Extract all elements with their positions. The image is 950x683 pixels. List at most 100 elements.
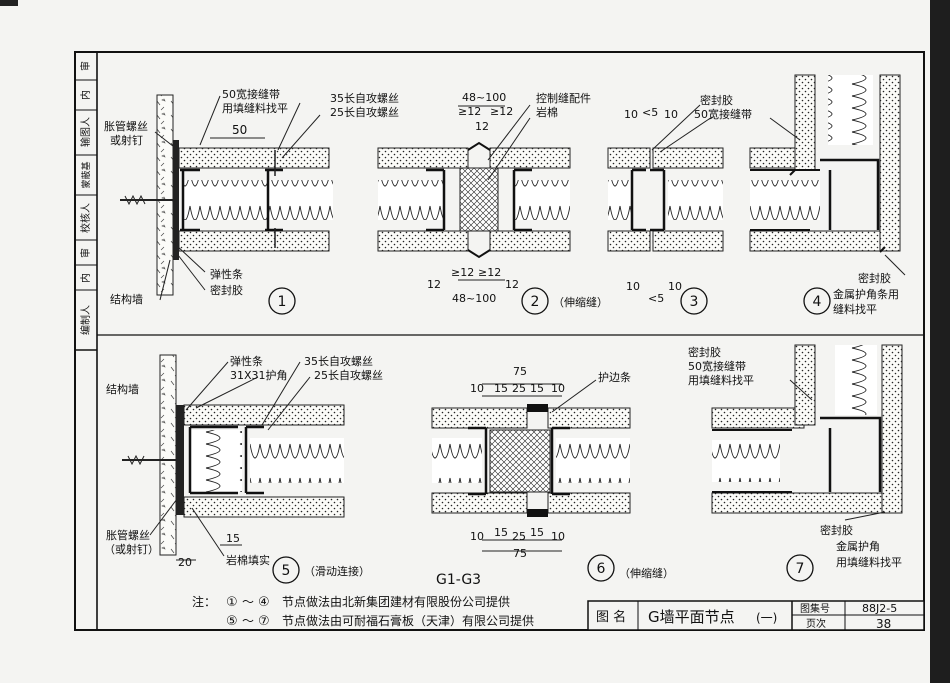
d7-label-sealant-2: 密封胶 (820, 523, 853, 537)
d5-label-corner: 31X31护角 (230, 368, 288, 382)
atlas-number-label: 图集号 (800, 602, 830, 615)
d2-label-trim: 控制缝配件 (536, 91, 591, 105)
d1-label-filler: 用填缝料找平 (222, 101, 288, 115)
d5-label-wall: 结构墙 (106, 382, 139, 396)
notes: 注： ① ～ ④ 节点做法由北新集团建材有限股份公司提供 ⑤ ～ ⑦ 节点做法由… (192, 594, 534, 629)
d7-label-sealant: 密封胶 (688, 345, 721, 359)
d1-label-screw25: 25长自攻螺丝 (330, 105, 399, 119)
d6-dim-e: 10 (551, 382, 565, 395)
gypsum-board-bottom (178, 230, 330, 252)
detail-5-number: 5 (282, 563, 291, 579)
d2-dim-d: 12 (427, 278, 441, 291)
page-edge-shadow (930, 0, 950, 683)
series-code: G1-G3 (436, 572, 481, 588)
d7-label-tape: 50宽接缝带 (688, 359, 746, 373)
detail-7-marker (786, 554, 814, 582)
detail-2-marker (521, 287, 549, 315)
side-cell-1: 审 (79, 61, 92, 71)
notes-line1-end: ④ (258, 595, 270, 610)
detail-6-marker (587, 554, 615, 582)
d6-dim-j: 10 (551, 530, 565, 543)
detail-5-marker (272, 556, 300, 584)
detail-2-caption: （伸缩缝） (553, 295, 608, 309)
d2-dim-a: ≥12 (458, 105, 481, 118)
d3-dim-b: <5 (642, 106, 658, 119)
detail-2-number: 2 (531, 294, 540, 310)
side-cell-7: 内 (79, 273, 92, 283)
d4-label-sealant: 密封胶 (858, 271, 891, 285)
d5-dim-15: 15 (226, 532, 240, 545)
d1-label-wall: 结构墙 (110, 292, 143, 306)
notes-line2-text: 节点做法由可耐福石膏板（天津）有限公司提供 (282, 613, 534, 628)
d6-dim-top: 75 (513, 365, 527, 378)
side-cell-5: 校核人 (79, 203, 92, 233)
notes-line2-start: ⑤ (226, 614, 238, 629)
detail-3-marker (680, 287, 708, 315)
detail-4-marker (803, 287, 831, 315)
d1-label-screw35: 35长自攻螺丝 (330, 91, 399, 105)
stud-1 (180, 168, 200, 232)
d5-label-screw35: 35长自攻螺丝 (304, 354, 373, 368)
d1-label-sealant: 密封胶 (210, 283, 243, 297)
d1-label-strip: 弹性条 (210, 267, 243, 281)
stud-2 (265, 168, 283, 232)
d4-label-corner: 金属护角条用 (833, 287, 899, 301)
detail-7-number: 7 (796, 561, 805, 577)
d5-label-screw25: 25长自攻螺丝 (314, 368, 383, 382)
gypsum-board-top (178, 147, 330, 169)
d3-dim-c: 10 (664, 108, 678, 121)
d1-label-nail: 或射钉 (110, 133, 143, 147)
d2-dim-bottom: 48~100 (452, 292, 496, 305)
atlas-number-value: 88J2-5 (862, 602, 897, 615)
rock-wool-joint (459, 167, 499, 232)
d2-dim-e: ≥12 (451, 266, 474, 279)
drawing-frame (74, 51, 925, 631)
detail-1-number: 1 (278, 294, 287, 310)
detail-6-caption: （伸缩缝） (619, 566, 674, 580)
d5-label-strip: 弹性条 (230, 354, 263, 368)
d6-dim-a: 10 (470, 382, 484, 395)
side-cell-2: 内 (79, 90, 92, 100)
detail-2: 48~100 ≥12 ≥12 12 控制缝配件 岩棉 12 ≥12 ≥12 12… (377, 91, 608, 315)
side-cell-4: 蒙蔽基 (80, 161, 92, 188)
side-cell-3: 输图人 (79, 117, 92, 147)
d3-dim-f: <5 (648, 292, 664, 305)
d5-label-wool: 岩棉填实 (226, 553, 270, 567)
d6-dim-f: 10 (470, 530, 484, 543)
d3-dim-e: 10 (668, 280, 682, 293)
control-joint-trim (467, 141, 491, 151)
d2-dim-g: 12 (505, 278, 519, 291)
notes-line1-start: ① (226, 595, 238, 610)
notes-line2-end: ⑦ (258, 614, 270, 629)
d2-label-wool: 岩棉 (536, 105, 558, 119)
d2-dim-c: 12 (475, 120, 489, 133)
d1-label-tape: 50宽接缝带 (222, 87, 280, 101)
detail-6-number: 6 (597, 561, 606, 577)
detail-6: 75 10 15 25 15 10 护边条 10 15 25 15 10 75 … (431, 365, 674, 582)
detail-4-number: 4 (813, 294, 822, 310)
d6-dim-c: 25 (512, 382, 526, 395)
drawing-title: G墙平面节点 (648, 608, 735, 626)
d4-label-filler: 缝料找平 (833, 302, 877, 316)
d2-dim-f: ≥12 (478, 266, 501, 279)
d5-label-anchor: 胀管螺丝 (106, 528, 150, 542)
rock-wool-fill (190, 430, 242, 492)
d6-dim-bottom: 75 (513, 547, 527, 560)
d3-dim-a: 10 (624, 108, 638, 121)
detail-5-caption: （滑动连接） (304, 565, 370, 578)
title-block: 图 名 G墙平面节点 (一) 图集号 88J2-5 页次 38 (587, 600, 925, 631)
d3-label-sealant: 密封胶 (700, 93, 733, 107)
d2-dim-b: ≥12 (490, 105, 513, 118)
detail-3: 密封胶 10 <5 10 50宽接缝带 10 10 <5 3 (607, 93, 752, 315)
d3-label-tape: 50宽接缝带 (694, 107, 752, 121)
d6-label-edge: 护边条 (598, 370, 631, 384)
d3-dim-d: 10 (626, 280, 640, 293)
d5-dim-20: 20 (178, 556, 192, 569)
notes-line2-tilde: ～ (242, 614, 254, 628)
d7-label-corner: 金属护角 (836, 539, 880, 553)
side-column: 审 内 输图人 蒙蔽基 校核人 审 内 编制人 (75, 61, 97, 335)
detail-4: 密封胶 金属护角条用 缝料找平 4 (749, 74, 906, 316)
detail-1-marker (268, 287, 296, 315)
d1-dim-50: 50 (232, 123, 247, 137)
